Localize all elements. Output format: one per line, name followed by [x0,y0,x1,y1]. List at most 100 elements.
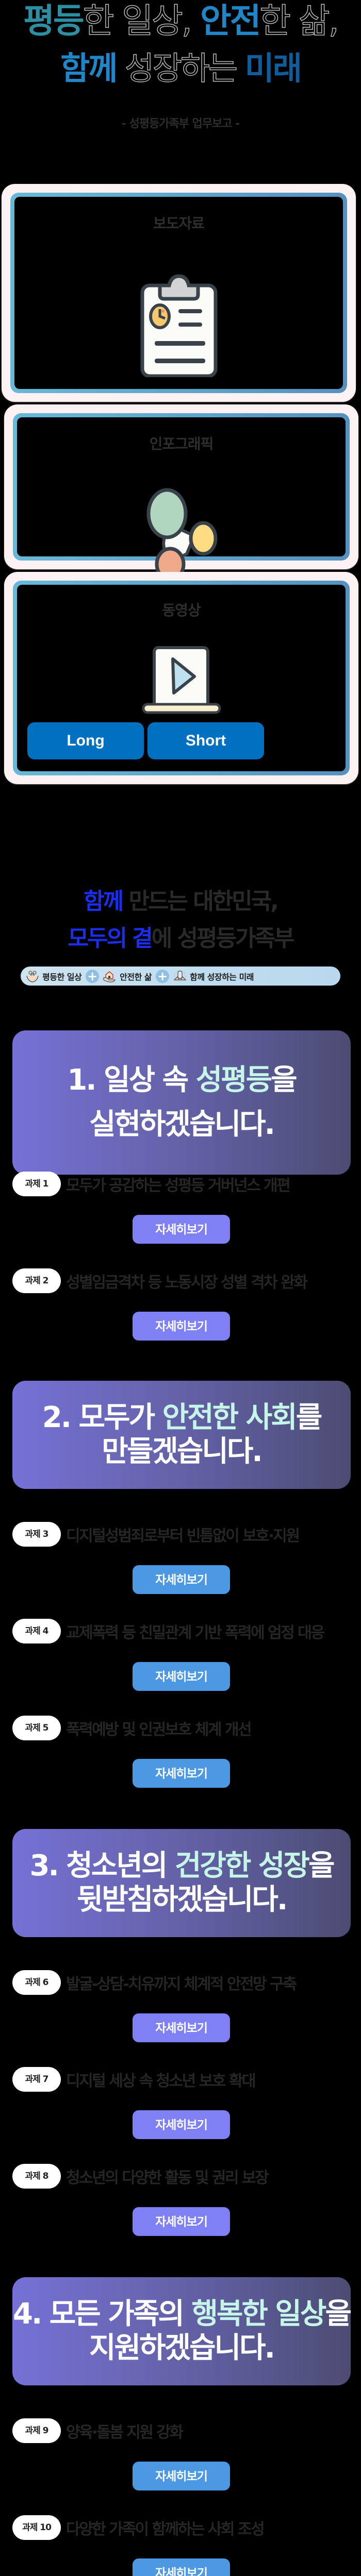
section-title-line-2: 실현하겠습니다. [89,1108,275,1141]
task-badge: 과제 2 [12,1268,61,1293]
video-button-group: Long Short [17,722,346,759]
hero-word-growing: 성장하는 [116,49,245,88]
slogan-text: 만드는 대한민국, [122,888,278,914]
task-3-detail-button[interactable]: 자세히보기 [133,1565,230,1594]
hero-word-future: 미래 [244,49,302,87]
value-equal-daily: 평등한 일상 [26,970,82,983]
section-highlight: 건강한 성장 [174,1849,310,1883]
task-title: 폭력예방 및 인권보호 체계 개선 [66,1721,252,1739]
section-highlight: 행복한 일상 [191,2297,326,2331]
press-release-card[interactable]: 보도자료 [2,184,356,402]
hero-title-line-1: 평등한 일상, 안전한 삶, [0,0,361,42]
task-badge: 과제 3 [12,1522,61,1547]
section-text: 모두가 [78,1401,162,1434]
section-text: 을 [271,1063,298,1097]
task-7-detail-button[interactable]: 자세히보기 [133,2110,230,2139]
section-2-header: 2. 모두가 안전한 사회를 만들겠습니다. [12,1381,351,1489]
task-row-3: 과제 3 디지털성범죄로부터 빈틈없이 보호·지원 [12,1522,300,1547]
section-number: 1. [67,1063,96,1097]
value-label: 평등한 일상 [42,972,82,982]
task-8-detail-button[interactable]: 자세히보기 [133,2207,230,2236]
task-title: 청소년의 다양한 활동 및 권리 보장 [66,2169,269,2187]
task-badge: 과제 6 [12,1970,61,1995]
section-text: 을 [325,2297,352,2331]
task-5-detail-button[interactable]: 자세히보기 [133,1759,230,1788]
section-1-header: 1. 일상 속 성평등을 실현하겠습니다. [12,1030,351,1175]
section-title-line-2: 지원하겠습니다. [89,2331,275,2365]
card-body: 인포그래픽 [17,417,346,582]
task-row-1: 과제 1 모두가 공감하는 성평등 거버넌스 개편 [12,1172,291,1196]
infographic-card[interactable]: 인포그래픽 [4,404,358,582]
hero-word-daily: 한 일상, [83,1,200,41]
hero-subtitle: - 성평등가족부 업무보고 - [121,117,240,130]
section-text: 일상 속 [104,1063,196,1097]
section-title-line-1: 4. 모든 가족의 행복한 일상을 [12,2297,352,2331]
video-play-icon [142,646,221,715]
section-3-header: 3. 청소년의 건강한 성장을 뒷받침하겠습니다. [12,1829,351,1937]
card-border: 동영상 Long Short [13,581,350,775]
section-4-header: 4. 모든 가족의 행복한 일상을 지원하겠습니다. [12,2277,352,2385]
task-6-detail-button[interactable]: 자세히보기 [133,2013,230,2042]
slogan-line-1: 함께 만드는 대한민국, [0,883,361,916]
values-strip: 평등한 일상 + 안전한 삶 + 함께 성장하는 미래 [21,967,340,986]
task-row-7: 과제 7 디지털 세상 속 청소년 보호 확대 [12,2067,256,2092]
card-title: 동영상 [162,602,201,619]
task-10-detail-button[interactable]: 자세히보기 [133,2558,230,2576]
value-safe-life: 안전한 삶 [103,970,152,983]
section-number: 2. [42,1401,72,1434]
slogan-text: 에 성평등가족부 [151,925,295,952]
task-title: 다양한 가족이 함께하는 사회 조성 [66,2520,265,2538]
section-number: 3. [29,1849,59,1883]
slogan-line-2: 모두의 곁에 성평등가족부 [0,920,361,953]
task-badge: 과제 1 [12,1172,61,1196]
task-1-detail-button[interactable]: 자세히보기 [133,1215,230,1244]
task-title: 발굴-상담-치유까지 체계적 안전망 구축 [66,1975,297,1993]
task-9-detail-button[interactable]: 자세히보기 [133,2462,230,2490]
section-highlight: 안전한 사회 [162,1401,298,1434]
task-title: 교제폭력 등 친밀관계 기반 폭력에 엄정 대응 [66,1624,325,1642]
card-body: 보도자료 [14,197,343,389]
section-text: 청소년의 [66,1849,175,1883]
task-row-2: 과제 2 성별임금격차 등 노동시장 성별 격차 완화 [12,1268,308,1293]
section-text: 를 [296,1401,323,1434]
task-title: 성별임금격차 등 노동시장 성별 격차 완화 [66,1274,308,1292]
card-title: 보도자료 [153,215,205,232]
card-title: 인포그래픽 [149,435,214,452]
section-title-line-1: 2. 모두가 안전한 사회를 [12,1401,351,1435]
task-row-8: 과제 8 청소년의 다양한 활동 및 권리 보장 [12,2164,269,2189]
task-row-4: 과제 4 교제폭력 등 친밀관계 기반 폭력에 엄정 대응 [12,1619,325,1643]
section-highlight: 성평등 [195,1063,273,1097]
task-row-5: 과제 5 폭력예방 및 인권보호 체계 개선 [12,1716,252,1740]
slogan-highlight-together: 함께 [84,888,124,914]
task-badge: 과제 4 [12,1619,61,1643]
value-label: 함께 성장하는 미래 [190,972,254,982]
value-growing-future: 함께 성장하는 미래 [173,970,254,983]
clipboard-report-icon [140,274,218,378]
video-card[interactable]: 동영상 Long Short [4,572,358,784]
section-number: 4. [13,2297,42,2331]
task-row-6: 과제 6 발굴-상담-치유까지 체계적 안전망 구축 [12,1970,297,1995]
caring-hands-people-icon [26,970,39,983]
task-title: 양육·돌봄 지원 강화 [66,2424,184,2442]
task-2-detail-button[interactable]: 자세히보기 [133,1312,230,1341]
task-title: 디지털성범죄로부터 빈틈없이 보호·지원 [66,1527,300,1545]
section-title-line-1: 3. 청소년의 건강한 성장을 [12,1849,351,1883]
task-badge: 과제 10 [12,2515,61,2540]
hero-word-safe: 안전 [200,1,261,41]
hero-word-life: 한 삶, [259,1,340,41]
section-text: 모든 가족의 [49,2297,192,2331]
hero-title-line-2: 함께 성장하는 미래 [0,48,361,89]
task-badge: 과제 9 [12,2418,61,2443]
short-video-button[interactable]: Short [147,722,264,759]
section-title-line-1: 1. 일상 속 성평등을 [12,1058,351,1103]
task-4-detail-button[interactable]: 자세히보기 [133,1662,230,1691]
card-body: 동영상 Long Short [17,585,346,771]
network-nodes-icon [145,487,218,582]
plus-icon: + [156,969,170,983]
task-row-10: 과제 10 다양한 가족이 함께하는 사회 조성 [12,2515,265,2540]
joined-hands-icon [173,970,187,983]
task-title: 모두가 공감하는 성평등 거버넌스 개편 [66,1177,291,1195]
value-label: 안전한 삶 [120,972,152,982]
task-badge: 과제 7 [12,2067,61,2092]
long-video-button[interactable]: Long [27,722,144,759]
